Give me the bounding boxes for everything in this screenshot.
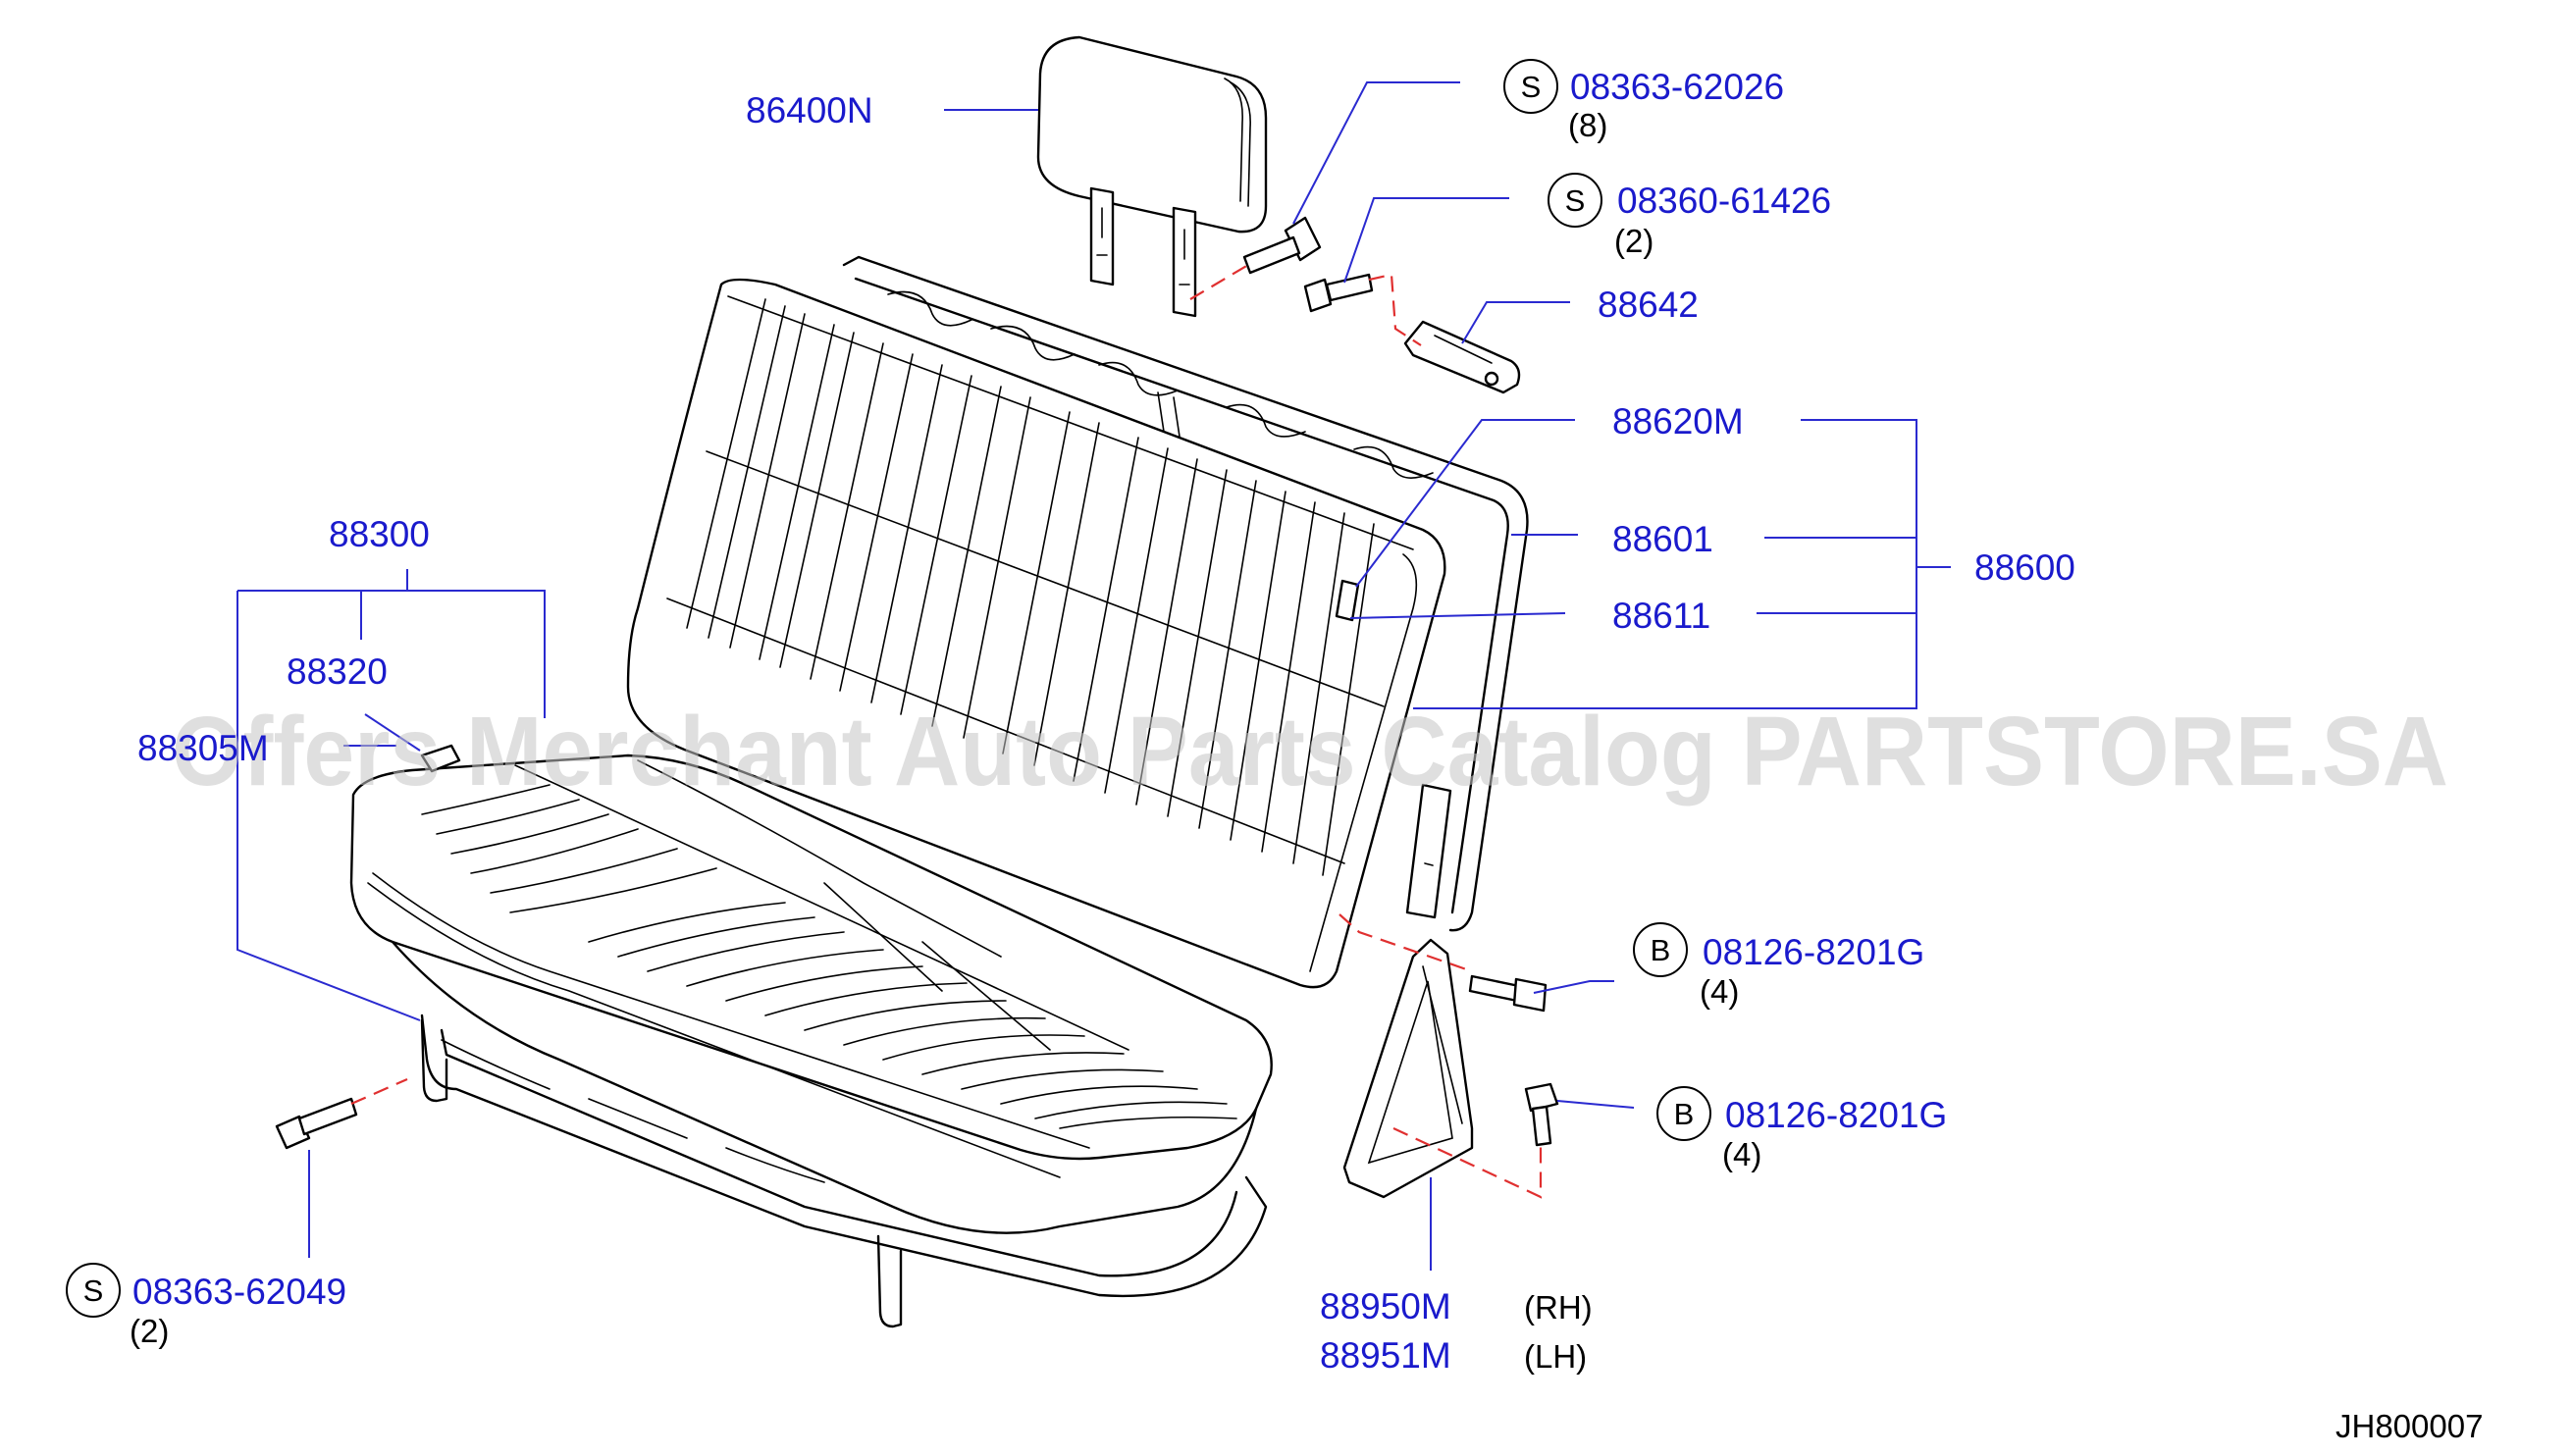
headrest-drawing bbox=[1036, 35, 1268, 318]
back-trim-part-number[interactable]: 88620M bbox=[1612, 401, 1744, 442]
screw-symbol-3: S bbox=[83, 1274, 104, 1308]
hook-part-number[interactable]: 88642 bbox=[1598, 285, 1699, 325]
hinge-lh-part-number[interactable]: 88951M bbox=[1320, 1335, 1451, 1376]
screw-headrest-qty: (8) bbox=[1568, 107, 1607, 143]
bolt-symbol-circle-1 bbox=[1633, 922, 1688, 977]
headrest-part-number[interactable]: 86400N bbox=[746, 90, 873, 130]
hinge-rh-side: (RH) bbox=[1524, 1289, 1593, 1326]
screw-cushion-part-number[interactable]: 08363-62049 bbox=[132, 1272, 346, 1312]
hardware-drawing bbox=[275, 216, 1559, 1199]
cushion-assy-part-number[interactable]: 88300 bbox=[329, 514, 430, 554]
screw-symbol-2: S bbox=[1565, 183, 1586, 218]
hinge-lh-side: (LH) bbox=[1524, 1338, 1587, 1375]
bolt-lower-part-number[interactable]: 08126-8201G bbox=[1725, 1095, 1947, 1135]
back-frame-part-number[interactable]: 88601 bbox=[1612, 519, 1713, 559]
screw-symbol-circle-2 bbox=[1548, 173, 1602, 228]
hinge-rh-part-number[interactable]: 88950M bbox=[1320, 1286, 1451, 1326]
bolt-symbol-circle-2 bbox=[1656, 1086, 1711, 1141]
screw-symbol-circle-3 bbox=[66, 1263, 121, 1318]
screw-hook-qty: (2) bbox=[1614, 223, 1653, 259]
watermark-text: Offers Merchant Auto Parts Catalog PARTS… bbox=[172, 697, 2448, 806]
cushion-pad-part-number[interactable]: 88320 bbox=[287, 651, 388, 692]
bolt-lower-qty: (4) bbox=[1722, 1136, 1761, 1172]
cushion-trim-part-number[interactable]: 88305M bbox=[137, 728, 269, 768]
bolt-symbol-1: B bbox=[1651, 933, 1671, 967]
bolt-upper-qty: (4) bbox=[1700, 973, 1739, 1010]
screw-symbol-circle-1 bbox=[1503, 59, 1558, 114]
back-pad-part-number[interactable]: 88611 bbox=[1612, 596, 1710, 636]
back-assy-part-number[interactable]: 88600 bbox=[1974, 547, 2075, 588]
seat-back-frame-drawing bbox=[842, 255, 1529, 932]
screw-cushion-qty: (2) bbox=[130, 1313, 169, 1349]
bolt-upper-part-number[interactable]: 08126-8201G bbox=[1703, 932, 1924, 972]
diagram-code: JH800007 bbox=[2336, 1408, 2483, 1444]
screw-symbol-1: S bbox=[1521, 70, 1542, 104]
leader-lines bbox=[236, 81, 1951, 1271]
screw-headrest-part-number[interactable]: 08363-62026 bbox=[1570, 67, 1784, 107]
bolt-symbol-2: B bbox=[1674, 1097, 1695, 1131]
alignment-dash-lines bbox=[350, 264, 1543, 1199]
seat-cushion-drawing bbox=[349, 744, 1273, 1328]
seat-back-drawing bbox=[626, 278, 1446, 989]
screw-hook-part-number[interactable]: 08360-61426 bbox=[1617, 181, 1831, 221]
callout-labels: 86400N S 08363-62026 (8) S 08360-61426 (… bbox=[66, 59, 2483, 1444]
